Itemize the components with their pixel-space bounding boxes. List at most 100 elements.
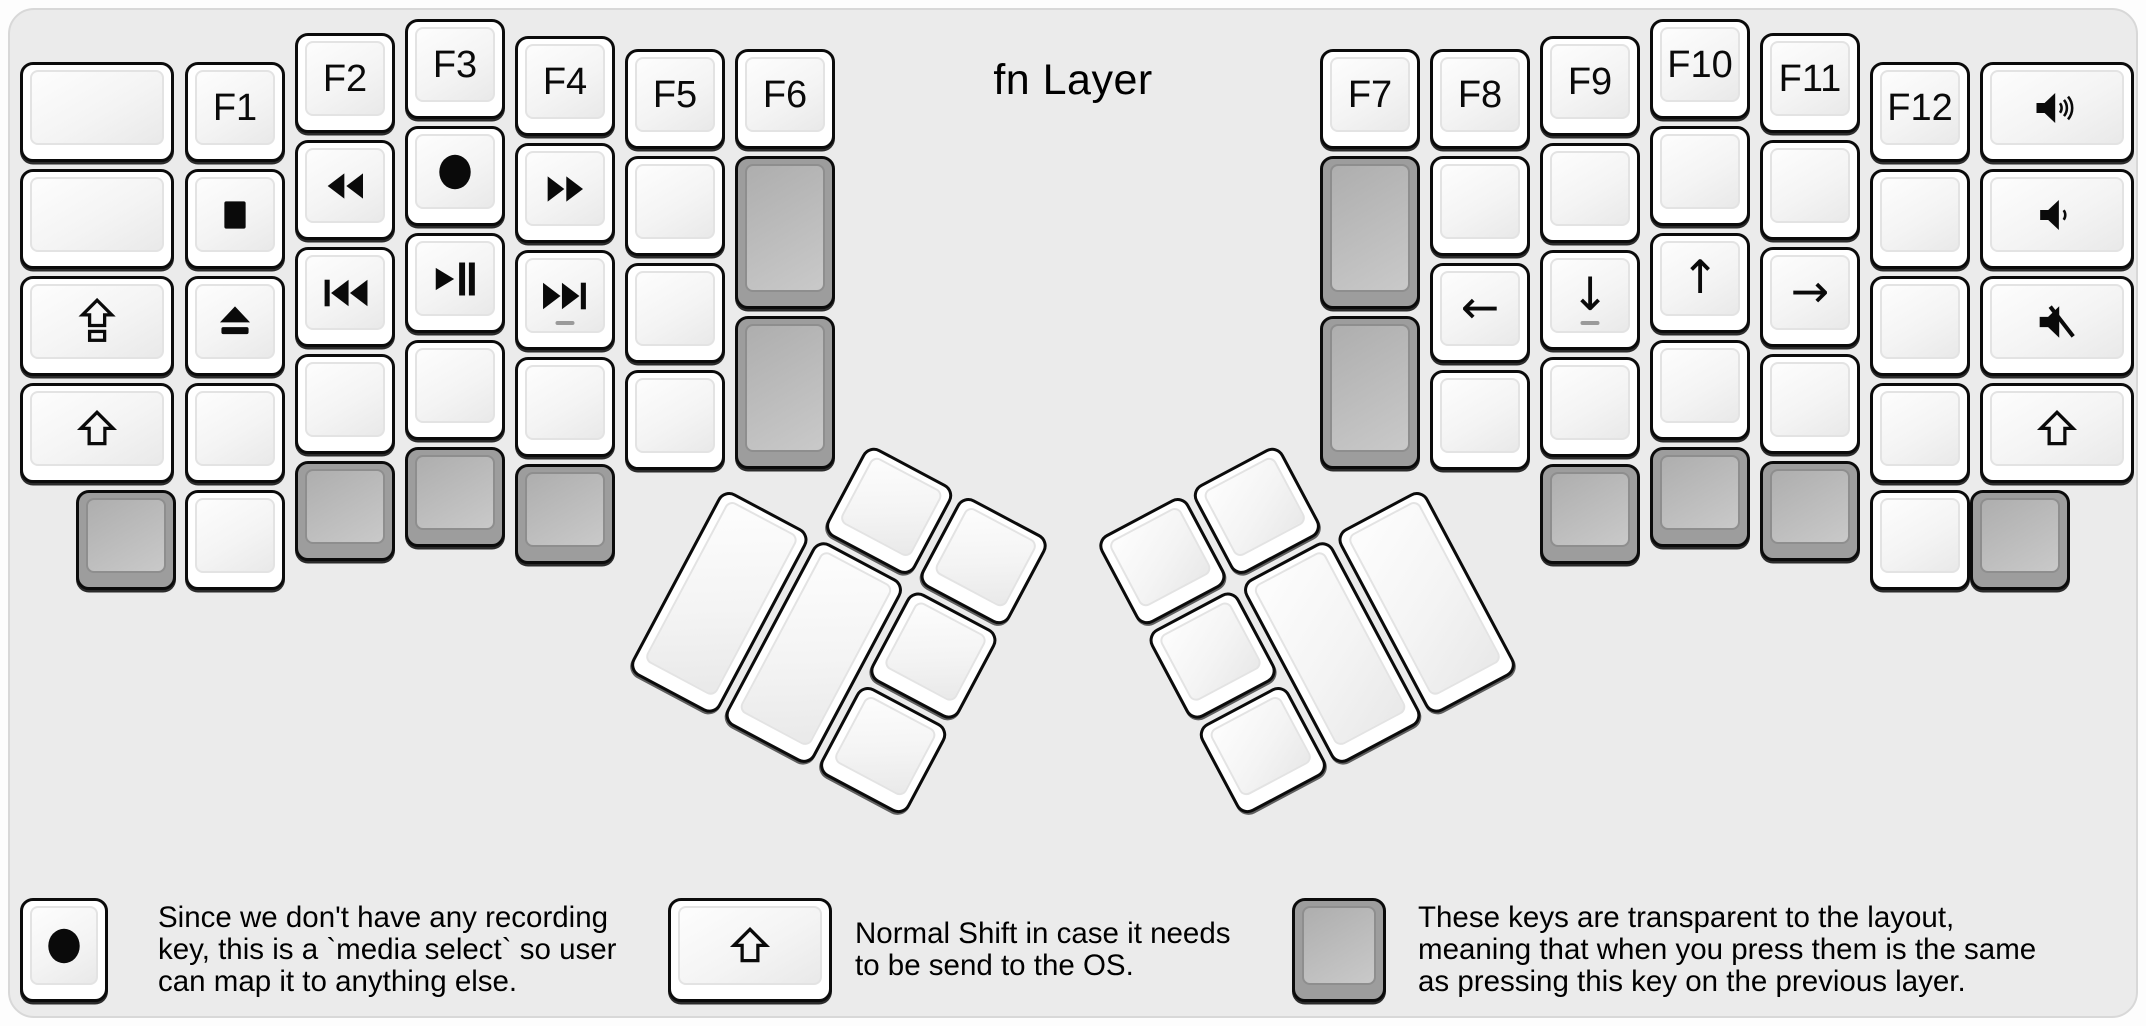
legend-record-key [20,898,108,1002]
key-f8: F8 [1430,49,1530,149]
keycap-top [30,391,164,466]
legend-item: Since we don't have any recording key, t… [20,896,617,1004]
keycap-top [635,271,715,346]
key-down-arrow: ↓ [1540,250,1640,350]
key-transparent [1760,461,1860,561]
keycap-top [882,599,989,704]
key-blank [1430,156,1530,256]
keycap-top [1157,599,1264,704]
keycap-top [30,284,164,359]
legend-item: These keys are transparent to the layout… [1292,896,2036,1004]
key-blank [625,156,725,256]
keycap-top [195,177,275,252]
key-shift [20,383,174,483]
keycap-top [415,134,495,209]
legend-item: Normal Shift in case it needs to be send… [668,896,1230,1004]
fast-forward-icon [542,169,589,209]
down-arrow-icon: ↓ [1570,266,1610,321]
legend-text: These keys are transparent to the layout… [1418,901,2037,998]
keycap-top [525,258,605,333]
keycap-top: F5 [635,57,715,132]
keycap-top [1770,469,1850,544]
shift-icon [74,406,120,452]
key-label: F5 [652,73,698,116]
keycap-top [1330,164,1410,292]
key-label: F12 [1887,86,1953,129]
key-fast-forward [515,143,615,243]
key-f4: F4 [515,36,615,136]
keycap-top [30,70,164,145]
key-blank [185,383,285,483]
key-label: F7 [1347,73,1393,116]
stop-icon [213,193,257,237]
keycap-top [1990,70,2124,145]
key-mute [1980,276,2134,376]
key-label: F9 [1567,60,1613,103]
keycap-top [1550,472,1630,547]
key-f12: F12 [1870,62,1970,162]
keycap-top [1660,455,1740,530]
key-eject [185,276,285,376]
key-blank [405,340,505,440]
key-transparent [1320,316,1420,469]
keycap-top: F12 [1880,70,1960,145]
shift-icon [727,923,773,969]
key-f1: F1 [185,62,285,162]
right-arrow-icon: → [1790,263,1830,318]
key-blank [1870,383,1970,483]
key-rewind [295,140,395,240]
keycap-top [745,164,825,292]
key-volume-down [1980,169,2134,269]
keycap-top [635,164,715,239]
prev-track-icon [319,272,372,314]
keycap-top [1990,284,2124,359]
keycap-top: ↑ [1660,241,1740,316]
key-right-arrow: → [1760,247,1860,347]
key-transparent [1540,464,1640,564]
keycap-top [1207,694,1314,798]
keycap-top [195,498,275,573]
keycap-top [1330,324,1410,452]
key-transparent [1970,490,2070,590]
key-transparent [735,156,835,309]
legend-shift-key [668,898,832,1002]
keycap-top [635,378,715,453]
key-play-pause [405,233,505,333]
keycap-top: F4 [525,44,605,119]
keycap-top [415,241,495,316]
key-f11: F11 [1760,33,1860,133]
keycap-top [86,498,166,573]
key-transparent [735,316,835,469]
key-transparent [295,461,395,561]
keycap-top: ← [1440,271,1520,346]
keycap-top [1660,134,1740,209]
key-f3: F3 [405,19,505,119]
caps-lock-icon [74,296,120,348]
keycap-top [1440,164,1520,239]
key-f2: F2 [295,33,395,133]
key-f6: F6 [735,49,835,149]
keycap-top: F6 [745,57,825,132]
keycap-top [525,365,605,440]
key-transparent [1650,447,1750,547]
keycap-top [1550,365,1630,440]
next-track-icon [539,275,592,317]
left-arrow-icon: ← [1460,279,1500,334]
keycap-top [832,694,939,798]
key-blank [1650,340,1750,440]
key-caps-lock [20,276,174,376]
volume-down-icon [2031,193,2082,237]
volume-mute-icon [2032,299,2082,345]
keycap-top [1880,177,1960,252]
key-blank [515,357,615,457]
keycap-top [1440,378,1520,453]
keycap-top [1550,151,1630,226]
key-f7: F7 [1320,49,1420,149]
keycap-top [1880,391,1960,466]
key-label: F3 [432,43,478,86]
keycap-top: F9 [1550,44,1630,119]
key-up-arrow: ↑ [1650,233,1750,333]
key-shift [1980,383,2134,483]
key-f9: F9 [1540,36,1640,136]
key-blank [1760,140,1860,240]
